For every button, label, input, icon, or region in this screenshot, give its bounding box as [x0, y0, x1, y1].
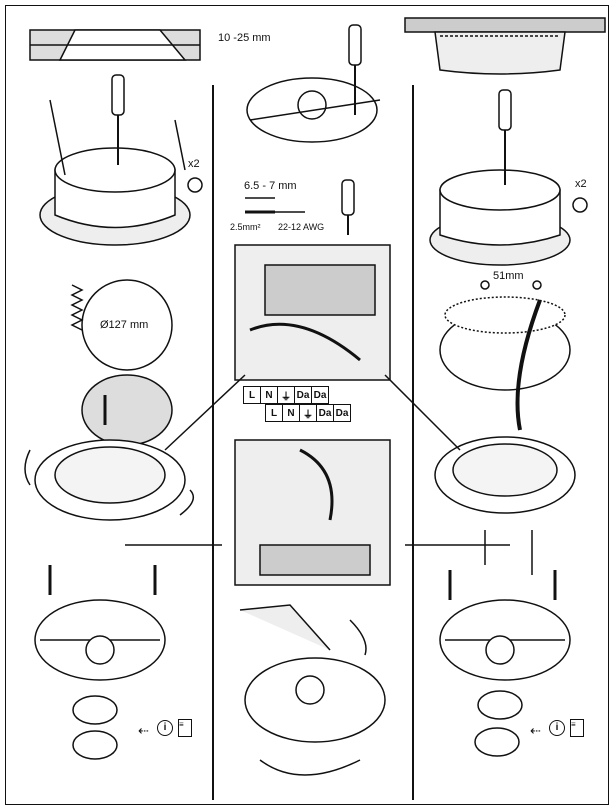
- strip-length-label: 6.5 - 7 mm: [244, 180, 297, 192]
- terminal-cell: L: [243, 386, 261, 404]
- wire-gauge-label: 22-12 AWG: [278, 222, 325, 232]
- right-base-mounting: [429, 89, 588, 266]
- document-icon: ≡: [570, 719, 584, 737]
- terminal-cell: Da: [316, 404, 334, 422]
- info-icon: i: [549, 720, 565, 736]
- terminal-cell: L: [265, 404, 283, 422]
- middle-bottom-detector: [239, 604, 386, 776]
- middle-top-detector: [246, 24, 381, 143]
- terminal-cell: ⏚: [299, 404, 317, 422]
- arrow-left-icon: ⇠: [138, 723, 149, 738]
- terminal-cell: ⏚: [277, 386, 295, 404]
- terminal-cell: N: [282, 404, 300, 422]
- right-ring-spacer: [439, 280, 571, 431]
- hole-diameter-label: Ø127 mm: [100, 319, 149, 331]
- terminal-cell: N: [260, 386, 278, 404]
- instruction-frame: [5, 5, 609, 805]
- multiplier-right-label: x2: [575, 178, 587, 190]
- terminal-photo-2: [234, 439, 391, 586]
- right-detector-assembly: [434, 436, 576, 757]
- terminal-cell: Da: [311, 386, 329, 404]
- terminal-table-row-1: L N ⏚ Da Da: [243, 386, 329, 404]
- hole-template: [70, 279, 173, 371]
- left-detector-assembly: [24, 374, 195, 760]
- arrow-left-icon: ⇠: [530, 723, 541, 738]
- terminal-table-row-2: L N ⏚ Da Da: [265, 404, 351, 422]
- ceiling-mounted-detector: [404, 17, 606, 75]
- terminal-cell: Da: [333, 404, 351, 422]
- info-icon: i: [157, 720, 173, 736]
- multiplier-left-label: x2: [188, 158, 200, 170]
- ceiling-thickness-label: 10 -25 mm: [218, 32, 271, 44]
- wire-cross-section-label: 2.5mm²: [230, 222, 261, 232]
- terminal-cell: Da: [294, 386, 312, 404]
- wire-strip-diagram: [245, 179, 355, 235]
- left-base-mounting: [39, 74, 203, 246]
- document-icon: ≡: [178, 719, 192, 737]
- spacing-label: 51mm: [493, 270, 524, 282]
- ceiling-cross-section: [29, 29, 201, 61]
- terminal-photo-1: [234, 244, 391, 381]
